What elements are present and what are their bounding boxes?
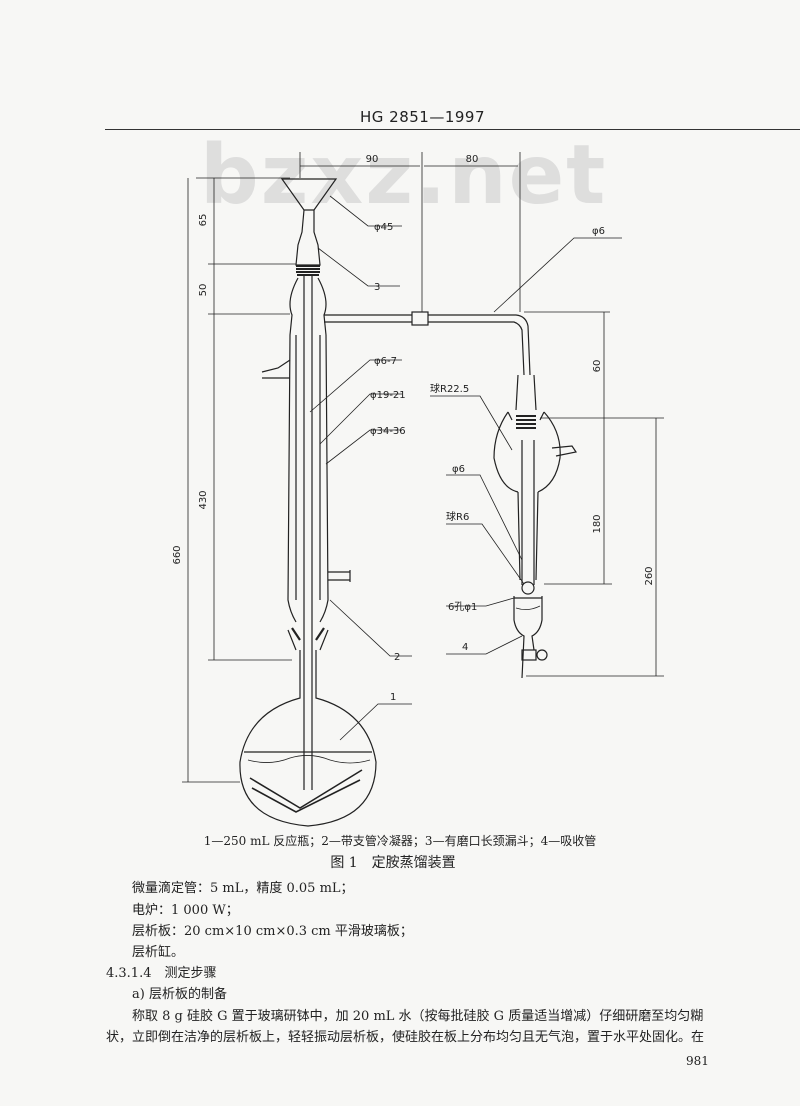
watermark: bzxz.net	[200, 128, 608, 223]
label-ball-r22-5: 球R22.5	[430, 382, 469, 395]
equipment-item-plate: 层析板：20 cm×10 cm×0.3 cm 平滑玻璃板；	[132, 924, 413, 939]
dim-430: 430	[198, 490, 209, 509]
dim-80: 80	[466, 154, 479, 165]
page-number: 981	[686, 1054, 709, 1068]
label-part-1: 1	[390, 692, 396, 703]
label-phi6-mid: φ6	[452, 464, 465, 475]
figure-caption: 1—250 mL 反应瓶；2—带支管冷凝器；3—有磨口长颈漏斗；4—吸收管	[203, 834, 597, 848]
label-ball-r6: 球R6	[446, 510, 469, 523]
label-holes: 6孔φ1	[448, 601, 477, 613]
standard-header: HG 2851—1997	[360, 108, 486, 126]
paragraph-line: 状，立即倒在洁净的层析板上，轻轻振动层析板，使硅胶在板上分布均匀且无气泡，置于水…	[106, 1030, 705, 1045]
equipment-item-burette: 微量滴定管：5 mL，精度 0.05 mL；	[132, 881, 354, 896]
dim-60: 60	[592, 360, 603, 373]
section-heading: 4.3.1.4 测定步骤	[106, 966, 217, 981]
equipment-item-furnace: 电炉：1 000 W；	[132, 903, 239, 918]
dimension-lines	[182, 152, 664, 783]
reaction-flask	[239, 650, 377, 827]
connecting-tube	[324, 311, 531, 376]
label-phi34-36: φ34-36	[370, 426, 406, 437]
absorption-tube	[493, 374, 577, 679]
dim-180: 180	[592, 514, 603, 533]
label-part-2: 2	[394, 652, 400, 663]
label-phi6-top: φ6	[592, 226, 605, 237]
long-neck-funnel	[280, 178, 338, 276]
header-rule	[105, 129, 800, 130]
dim-260: 260	[644, 566, 655, 585]
leader-lines	[309, 195, 622, 741]
figure-number: 图 1	[330, 855, 358, 871]
label-part-3: 3	[374, 282, 380, 293]
dim-660: 660	[172, 545, 183, 564]
label-phi45: φ45	[374, 222, 393, 233]
dim-50: 50	[198, 284, 209, 297]
equipment-item-tank: 层析缸。	[132, 945, 185, 960]
ground-joint	[287, 627, 329, 651]
label-part-4: 4	[462, 642, 468, 653]
inner-tube	[303, 276, 313, 790]
label-phi19-21: φ19-21	[370, 390, 406, 401]
distillation-apparatus-diagram: 90 80 65 50 430 660 60 180 260 φ45 φ6 3 …	[172, 152, 664, 827]
dim-90: 90	[366, 154, 379, 165]
figure-title: 图 1 定胺蒸馏装置	[0, 852, 800, 872]
figure-name: 定胺蒸馏装置	[371, 855, 456, 871]
paragraph-line: 称取 8 g 硅胶 G 置于玻璃研钵中，加 20 mL 水（按每批硅胶 G 质量…	[132, 1009, 704, 1024]
subsection-heading: a) 层析板的制备	[132, 987, 227, 1002]
condenser-jacket	[261, 277, 351, 623]
dim-65: 65	[198, 214, 209, 227]
label-phi6-7: φ6-7	[374, 356, 397, 367]
